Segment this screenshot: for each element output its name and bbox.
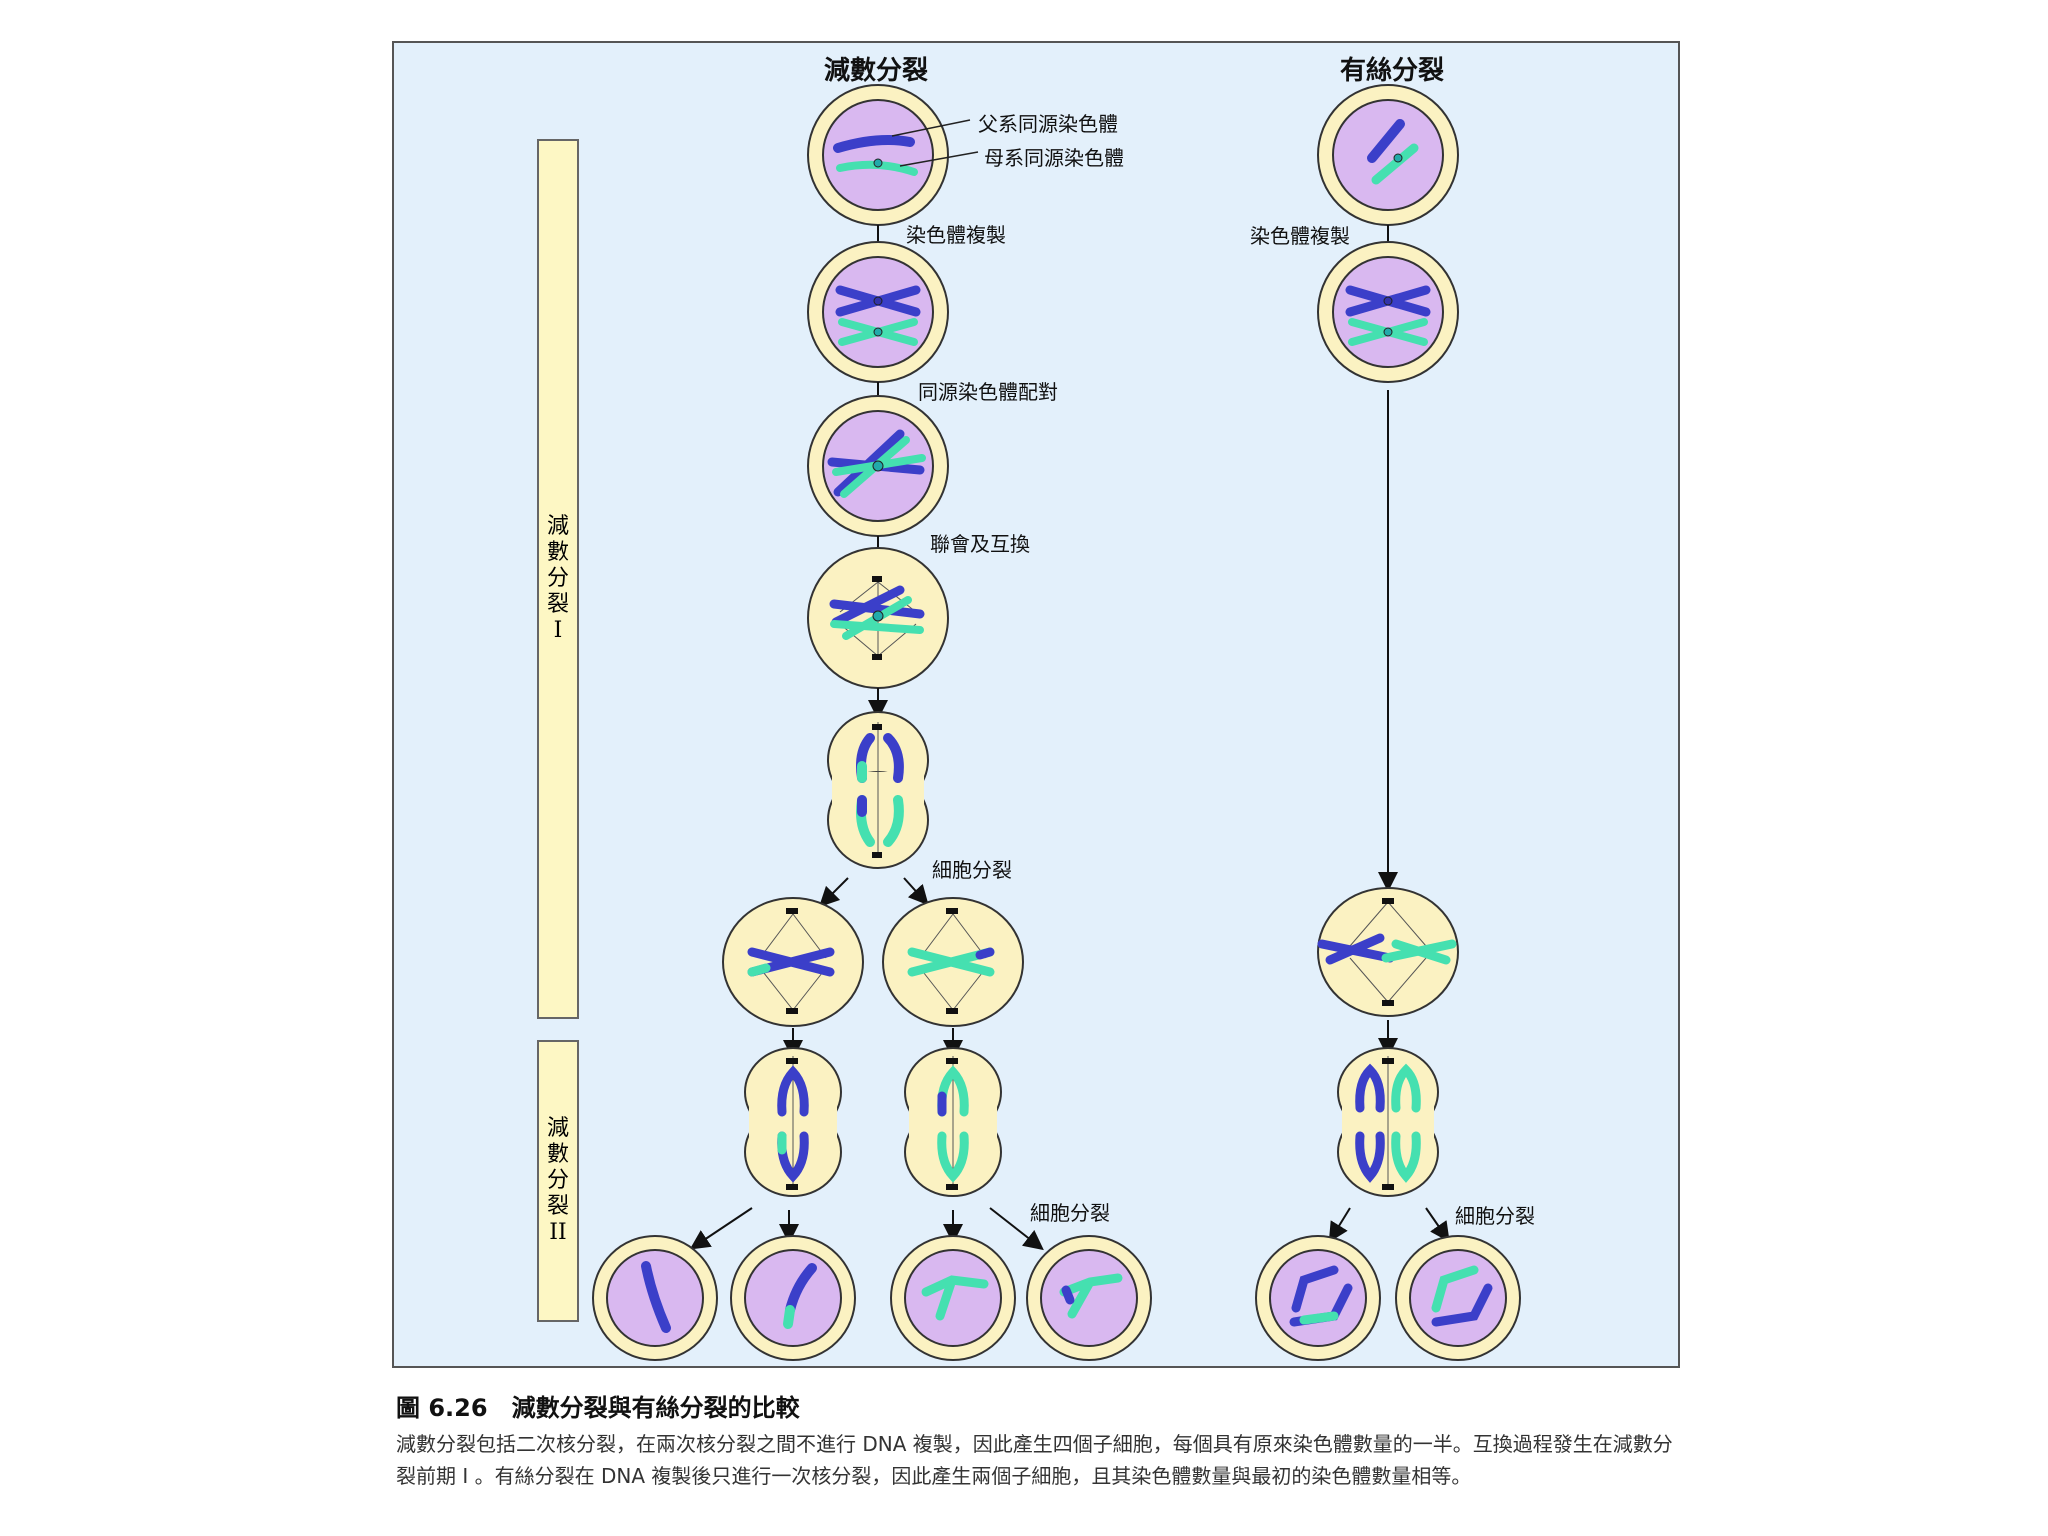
sidebar-meiosis-1-char: 減 <box>546 514 569 539</box>
label-division-1: 細胞分裂 <box>932 858 1012 882</box>
cell-meiosis-daughter-4 <box>1026 1235 1152 1361</box>
label-synapsis: 聯會及互換 <box>930 532 1030 556</box>
cell-meiosis-anaphase2-left <box>744 1047 842 1197</box>
sidebar-meiosis-2-char: 分 <box>546 1168 569 1193</box>
sidebar-meiosis-2-char: 數 <box>546 1142 569 1167</box>
cell-meiosis-daughter-1 <box>592 1235 718 1361</box>
cell-meiosis-synapsis <box>807 547 949 689</box>
cell-mitosis-anaphase <box>1337 1047 1439 1197</box>
caption-title: 圖 6.26 減數分裂與有絲分裂的比較 <box>396 1394 800 1422</box>
label-maternal: 母系同源染色體 <box>984 146 1124 170</box>
sidebar-meiosis-1: 減 數 分 裂 I <box>537 139 579 1019</box>
sidebar-meiosis-1-char: 分 <box>546 566 569 591</box>
sidebar-meiosis-1-char: 裂 <box>546 592 569 617</box>
cell-mitosis-daughter-1 <box>1255 1235 1381 1361</box>
sidebar-meiosis-2-char: 減 <box>546 1116 569 1141</box>
cell-meiosis-anaphase2-right <box>904 1047 1002 1197</box>
sidebar-meiosis-2: 減 數 分 裂 II <box>537 1040 579 1322</box>
sidebar-meiosis-1-char: 數 <box>546 540 569 565</box>
cell-meiosis-replicated <box>807 241 949 383</box>
label-pairing: 同源染色體配對 <box>918 380 1058 404</box>
cell-meiosis2-left <box>722 897 864 1027</box>
label-division-2: 細胞分裂 <box>1030 1201 1110 1225</box>
cell-meiosis-anaphase1 <box>827 711 929 869</box>
cell-mitosis-metaphase <box>1317 887 1459 1017</box>
cell-mitosis-initial <box>1317 84 1459 226</box>
diagram-panel <box>392 41 1680 1368</box>
label-replication-meiosis: 染色體複製 <box>906 223 1006 247</box>
cell-meiosis-daughter-3 <box>890 1235 1016 1361</box>
cell-meiosis2-right <box>882 897 1024 1027</box>
label-paternal: 父系同源染色體 <box>978 112 1118 136</box>
cell-mitosis-replicated <box>1317 241 1459 383</box>
cell-mitosis-daughter-2 <box>1395 1235 1521 1361</box>
sidebar-meiosis-2-char: 裂 <box>546 1194 569 1219</box>
sidebar-meiosis-1-char: I <box>553 618 563 643</box>
label-division-mitosis: 細胞分裂 <box>1455 1204 1535 1228</box>
cell-meiosis-pairing <box>807 395 949 537</box>
label-replication-mitosis: 染色體複製 <box>1250 224 1350 248</box>
cell-meiosis-daughter-2 <box>730 1235 856 1361</box>
title-mitosis: 有絲分裂 <box>1340 56 1445 86</box>
caption-body: 減數分裂包括二次核分裂，在兩次核分裂之間不進行 DNA 複製，因此產生四個子細胞… <box>396 1432 1673 1488</box>
sidebar-meiosis-2-char: II <box>549 1220 567 1245</box>
title-meiosis: 減數分裂 <box>824 56 929 86</box>
cell-meiosis-initial <box>807 84 949 226</box>
